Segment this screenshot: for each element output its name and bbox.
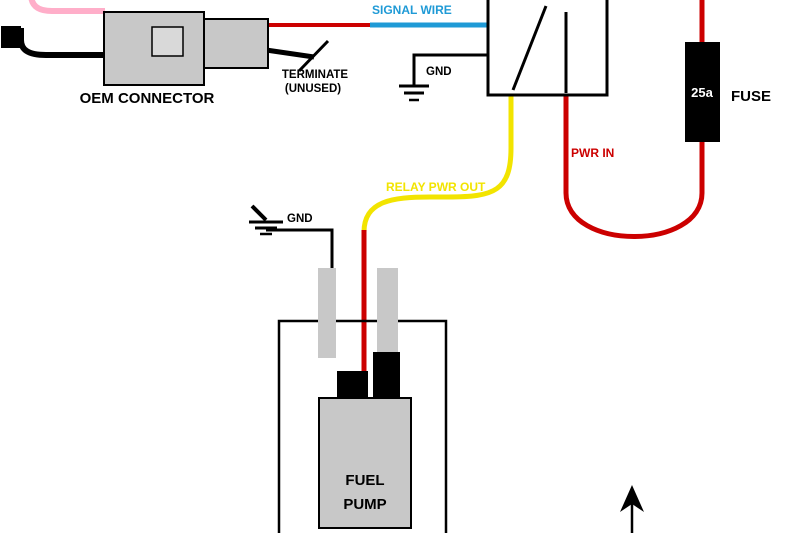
fuel-pump-body	[318, 397, 412, 529]
relay-pwr-out-label: RELAY PWR OUT	[386, 180, 486, 194]
fuse-label: FUSE	[731, 88, 771, 105]
relay-switch-arm	[511, 5, 548, 91]
pwr-in-wire	[563, 95, 705, 239]
black-wire	[18, 28, 105, 58]
signal-wire-label: SIGNAL WIRE	[372, 3, 452, 17]
relay-ground-wire	[412, 53, 488, 85]
fuel-tank-outline	[277, 319, 448, 533]
terminate-label: TERMINATE	[282, 69, 349, 81]
pump-ground-wire	[266, 228, 334, 272]
fuel-pump-label-line2: PUMP	[343, 496, 386, 513]
oem-connector-label: OEM CONNECTOR	[80, 90, 215, 107]
pump-ground-label: GND	[287, 213, 313, 225]
pwr-in-label: PWR IN	[571, 146, 614, 160]
terminated-wire-stub	[265, 47, 315, 60]
pump-terminal-right	[373, 352, 400, 399]
pump-ground-stub	[250, 204, 268, 222]
relay-box	[486, 0, 609, 97]
oem-connector-latch	[151, 26, 184, 57]
terminate-unused-label: (UNUSED)	[285, 83, 341, 95]
up-arrow-head	[620, 485, 644, 512]
fuse-rating-label: 25a	[691, 85, 713, 100]
pump-bracket-right	[377, 268, 398, 358]
terminate-slash-mark	[297, 39, 330, 73]
black-wire-terminal	[1, 26, 21, 48]
fuse-body	[685, 42, 720, 142]
pump-bracket-left	[318, 268, 336, 358]
pink-wire	[28, 0, 105, 14]
oem-connector-plug	[203, 18, 269, 69]
pump-terminal-left	[337, 371, 368, 399]
relay-ground-label: GND	[426, 66, 452, 78]
fuel-pump-label-line1: FUEL	[345, 472, 384, 489]
relay-pwr-out-wire	[361, 95, 514, 233]
